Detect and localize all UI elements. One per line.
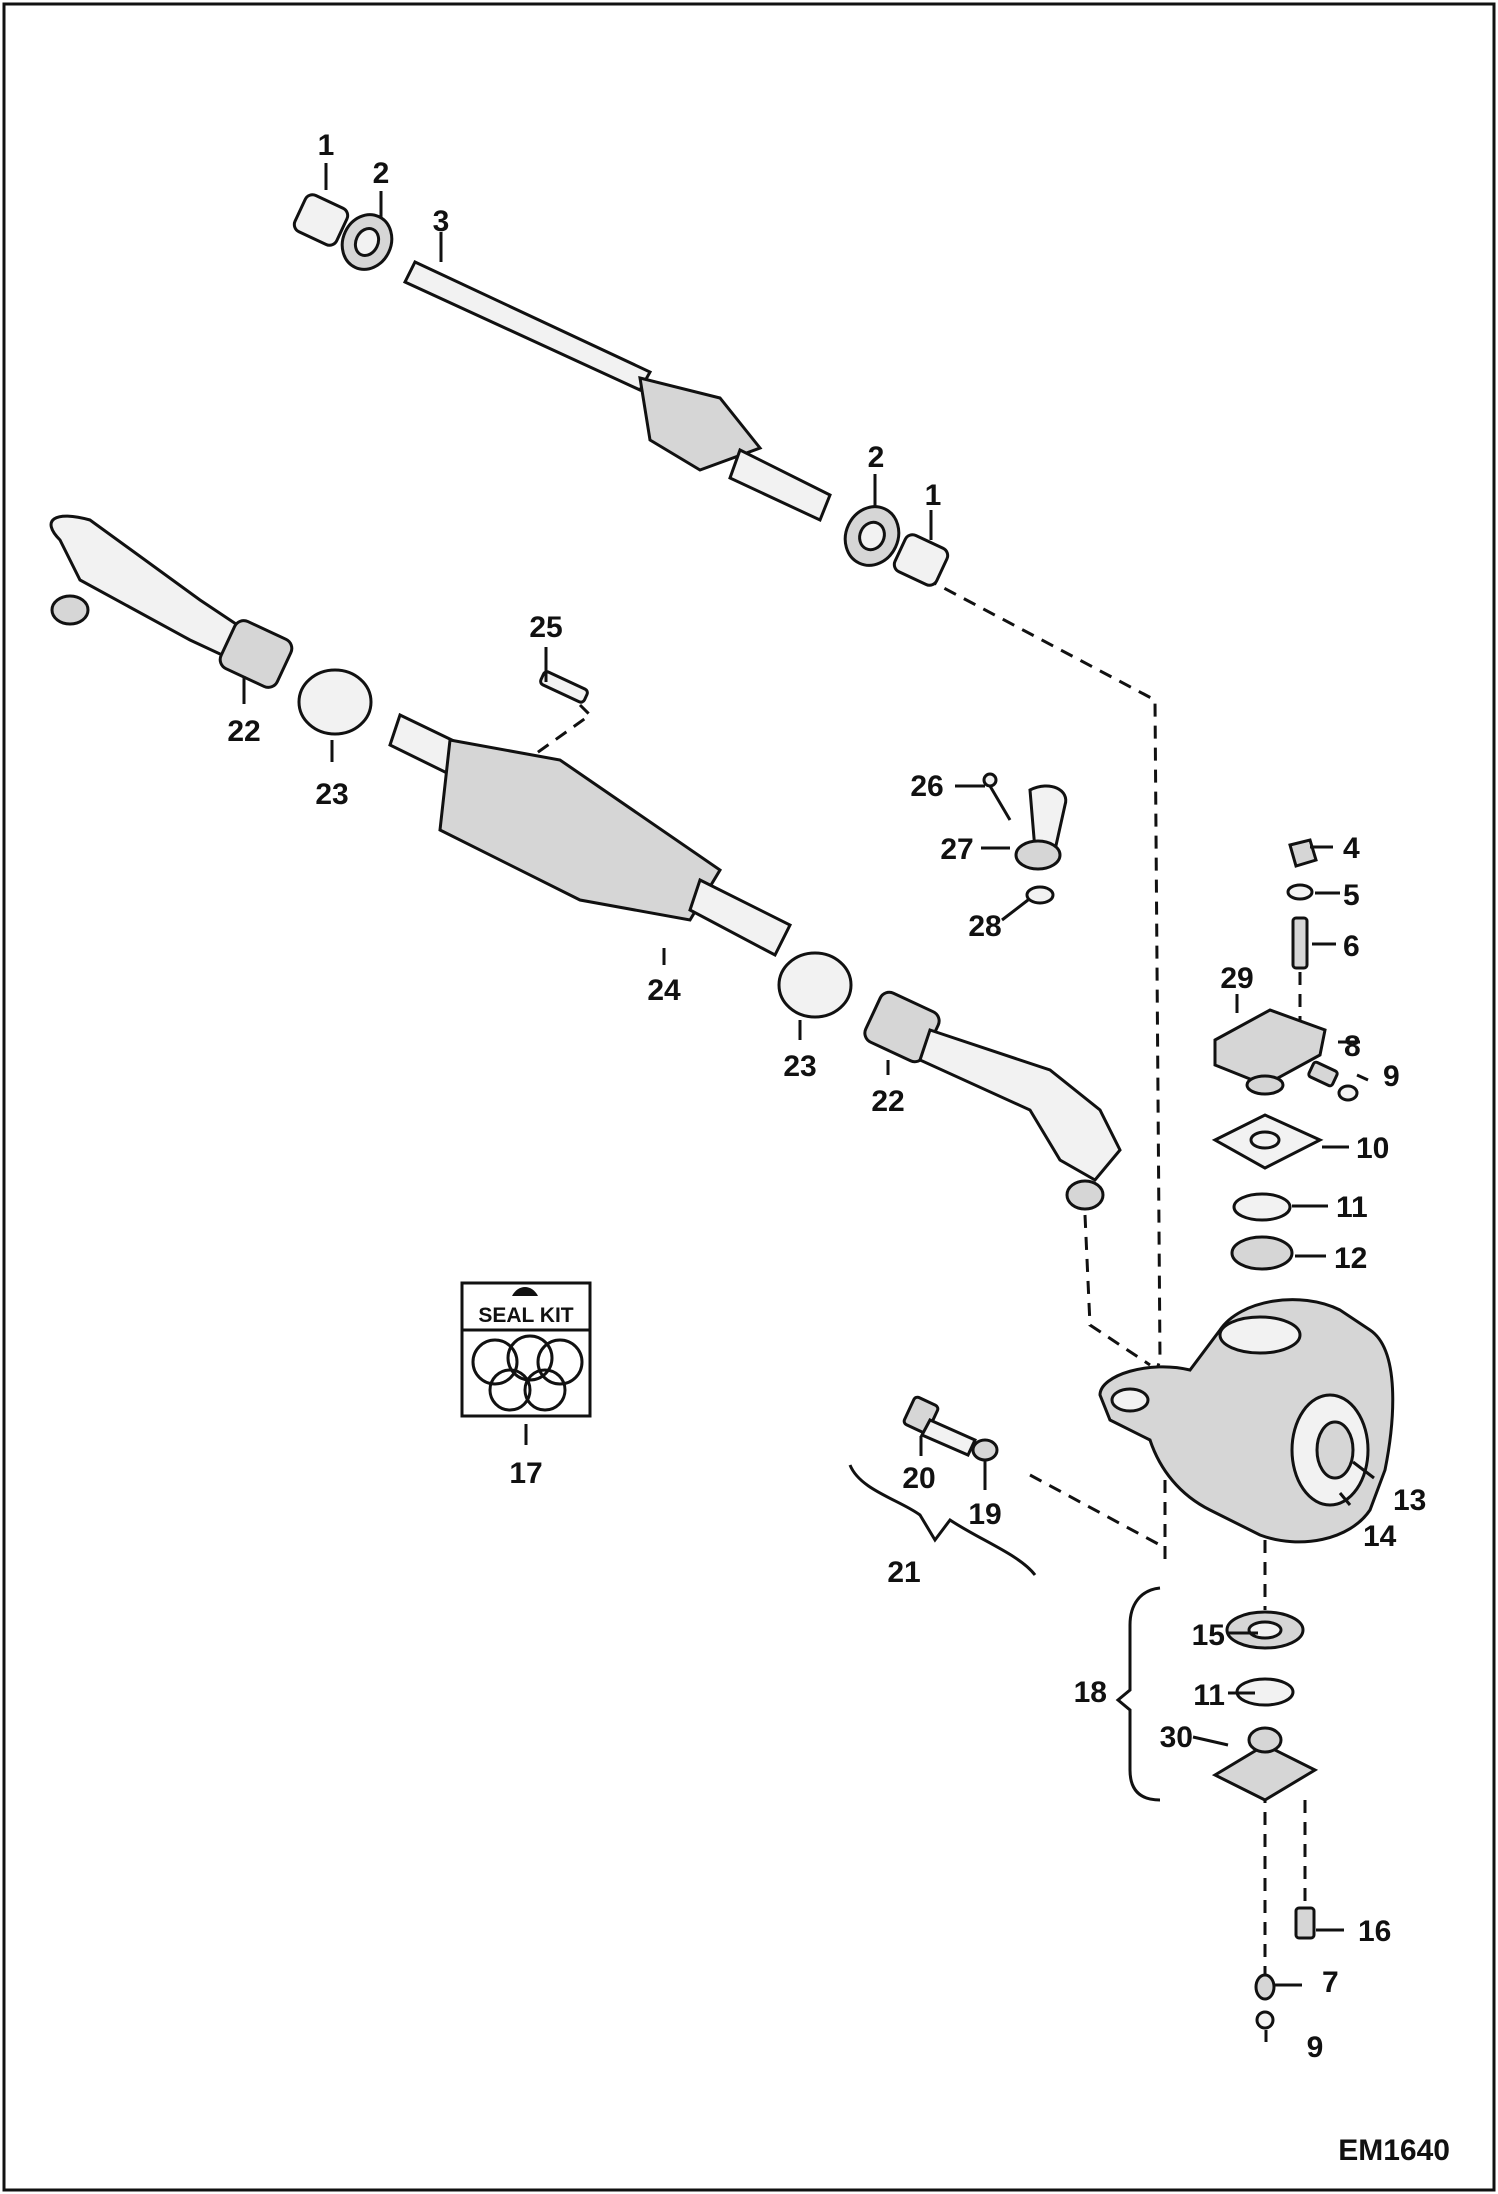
callout-25: 25 <box>529 611 562 644</box>
callout-26: 26 <box>910 770 943 803</box>
callout-24: 24 <box>647 974 681 1007</box>
fitting-group <box>982 772 1068 905</box>
bolt-washer <box>848 1395 1037 1576</box>
kingpin-top <box>1211 838 1359 1271</box>
axle-shaft <box>292 193 950 587</box>
callout-4: 4 <box>1343 832 1360 865</box>
callout-23-right: 23 <box>783 1050 816 1083</box>
callout-14: 14 <box>1363 1520 1397 1553</box>
callout-12: 12 <box>1334 1242 1367 1275</box>
o-ring-left <box>297 668 373 736</box>
callout-9-top: 9 <box>1383 1060 1400 1093</box>
callout-18: 18 <box>1074 1676 1107 1709</box>
callout-3: 3 <box>433 205 450 238</box>
callout-13: 13 <box>1393 1484 1426 1517</box>
callout-27: 27 <box>940 833 973 866</box>
callout-2-bottom: 2 <box>868 441 885 474</box>
callout-28: 28 <box>968 910 1001 943</box>
callout-29: 29 <box>1220 962 1253 995</box>
callout-19: 19 <box>968 1498 1001 1531</box>
callout-15: 15 <box>1192 1619 1225 1652</box>
callout-9-bottom: 9 <box>1307 2031 1324 2064</box>
callout-23-left: 23 <box>315 778 348 811</box>
leader-lines <box>242 163 1375 2042</box>
kingpin-bottom <box>1115 1586 1319 2030</box>
callout-20: 20 <box>902 1462 935 1495</box>
callout-11-top: 11 <box>1336 1191 1368 1224</box>
callout-2-top: 2 <box>373 157 390 190</box>
callout-10: 10 <box>1356 1132 1389 1165</box>
steering-knuckle <box>1098 1298 1395 1544</box>
seal-kit-box: SEAL KIT <box>460 1281 592 1418</box>
callout-1-bottom: 1 <box>925 479 942 512</box>
callout-22-left: 22 <box>227 715 260 748</box>
o-ring-right <box>777 951 853 1019</box>
callout-6: 6 <box>1343 930 1360 963</box>
callout-1-top: 1 <box>318 129 335 162</box>
callout-11-bottom: 11 <box>1193 1679 1225 1712</box>
seal-kit-label: SEAL KIT <box>478 1304 573 1327</box>
callout-8: 8 <box>1344 1030 1361 1063</box>
callout-30: 30 <box>1160 1721 1193 1754</box>
steering-cylinder <box>49 514 1122 1211</box>
callout-22-right: 22 <box>871 1085 904 1118</box>
callout-labels: 1 2 3 2 1 25 22 23 26 27 28 4 5 6 29 8 9… <box>227 129 1426 2064</box>
diagram-code: EM1640 <box>1338 2134 1450 2167</box>
callout-21: 21 <box>887 1556 920 1589</box>
callout-16: 16 <box>1358 1915 1391 1948</box>
callout-17: 17 <box>509 1457 542 1490</box>
callout-5: 5 <box>1343 879 1360 912</box>
callout-7: 7 <box>1322 1966 1339 1999</box>
